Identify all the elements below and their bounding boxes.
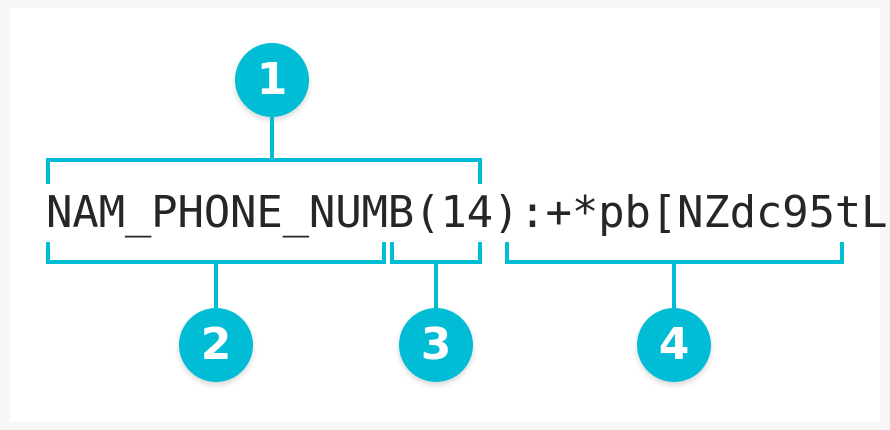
annotation-badge-1-label: 1 <box>256 54 288 105</box>
code-segment-separator: : <box>519 187 546 238</box>
annotation-bracket-3 <box>390 242 482 264</box>
annotation-bracket-2 <box>46 242 386 264</box>
annotation-badge-1[interactable]: 1 <box>235 43 309 117</box>
code-segment-value: +*pb[NZdc95tLB <box>545 187 890 238</box>
annotation-badge-3[interactable]: 3 <box>399 308 473 382</box>
annotation-bracket-1 <box>46 158 482 184</box>
annotation-stem-4 <box>672 262 676 310</box>
annotation-bracket-4 <box>505 242 844 264</box>
annotation-badge-2[interactable]: 2 <box>179 308 253 382</box>
annotation-stem-3 <box>434 262 438 310</box>
code-string: NAM_PHONE_NUMB(14):+*pb[NZdc95tLB <box>0 183 890 243</box>
annotation-badge-3-label: 3 <box>420 319 452 370</box>
annotation-stem-1 <box>270 117 274 161</box>
code-segment-length-spec: (14) <box>414 187 520 238</box>
code-segment-field-name: NAM_PHONE_NUMB <box>46 187 415 238</box>
annotation-badge-4-label: 4 <box>658 319 690 370</box>
annotation-stem-2 <box>214 262 218 310</box>
annotation-badge-4[interactable]: 4 <box>637 308 711 382</box>
annotation-badge-2-label: 2 <box>200 319 232 370</box>
